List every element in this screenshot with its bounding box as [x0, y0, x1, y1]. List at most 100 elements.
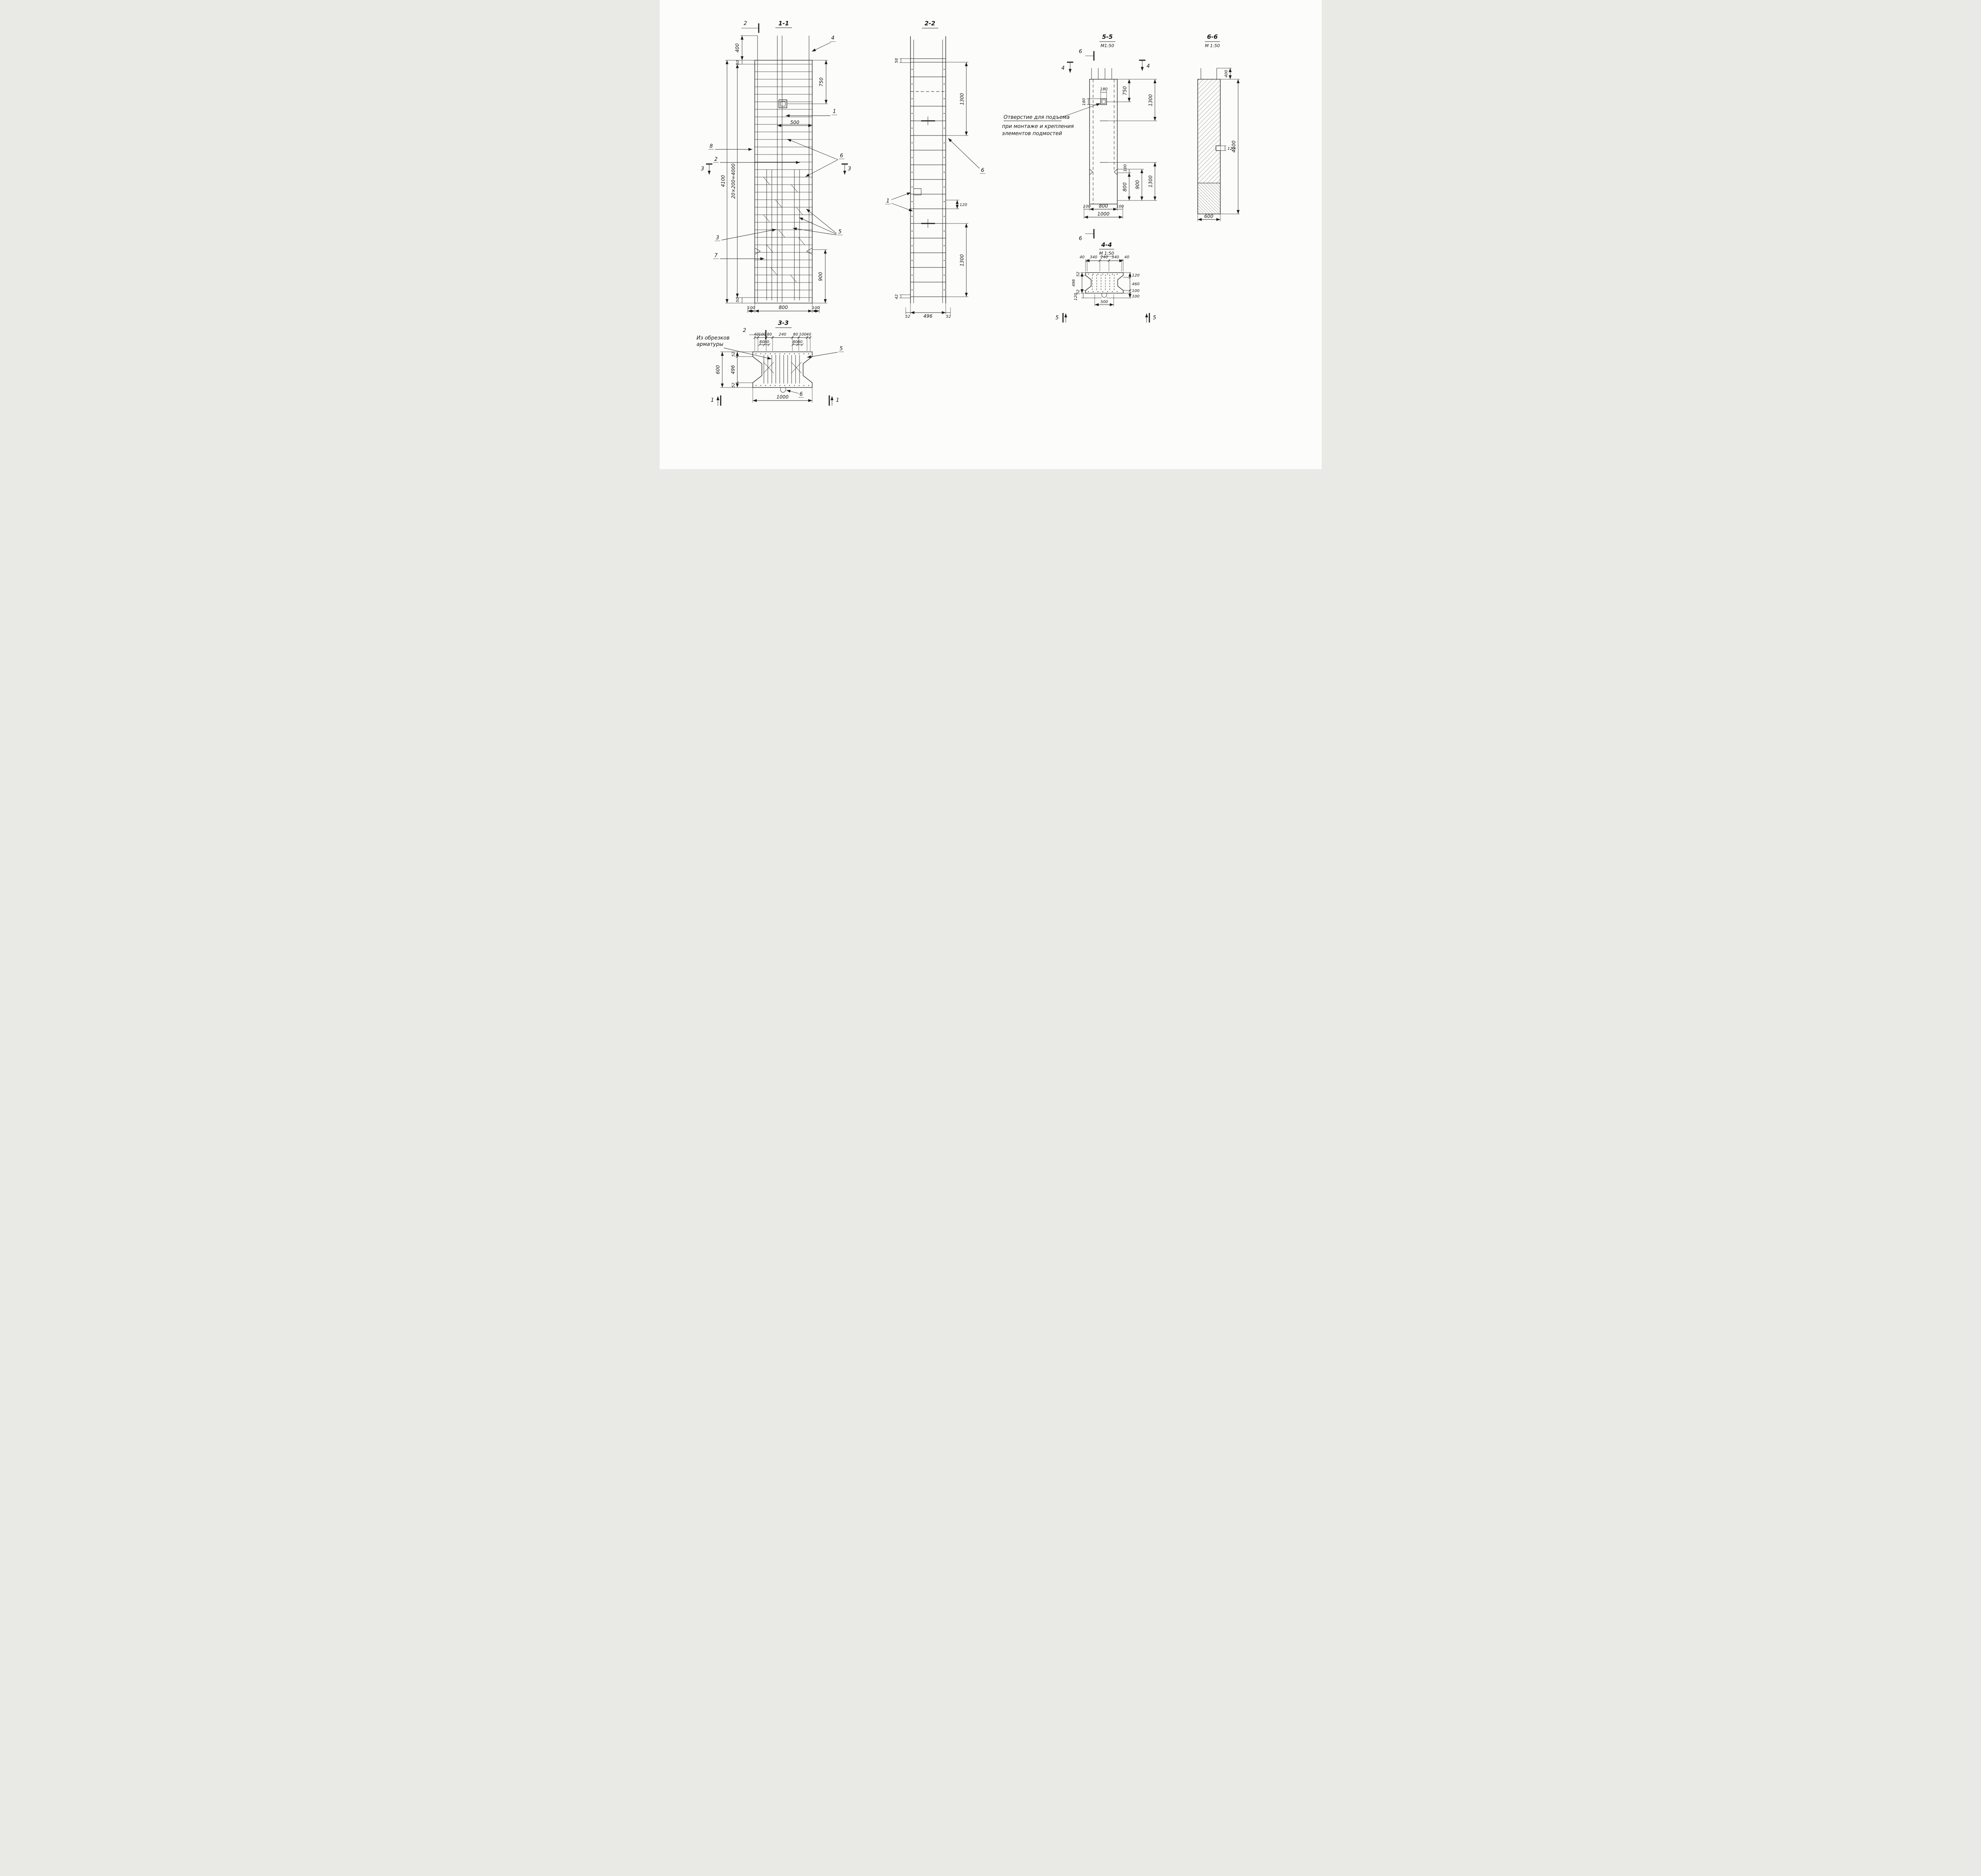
dim-58: 58 [895, 58, 899, 63]
cut-flag-6-top: 6 [1078, 49, 1082, 55]
lifting-loop [1101, 293, 1107, 298]
dim-52-bot: 52 [1076, 290, 1080, 295]
dim-top-1: 340 [1090, 255, 1097, 260]
dim-sub-0: 80 [759, 340, 764, 344]
drawing-sheet: 1-1 2 400 50 20×200=4000 4 100 5 [659, 0, 1322, 469]
dim-1000: 1000 [1097, 211, 1109, 217]
section-5-5-title: 5-5 [1102, 33, 1113, 40]
cross-section-outline [1085, 272, 1124, 294]
pos-5: 5 [838, 229, 841, 235]
dim-600: 600 [715, 365, 721, 374]
cut-flag-6-bot: 6 [1078, 236, 1082, 242]
cut-flag-2: 2 [743, 328, 746, 334]
dim-52-top: 52 [731, 352, 736, 357]
hole-note-line-3: элементов подмостей [1002, 131, 1062, 137]
extension-lines [725, 35, 828, 313]
cut-flag-3-left: 3 [700, 166, 704, 172]
dim-top-3: 340 [1111, 255, 1119, 260]
weld-marks [763, 177, 805, 283]
dim-100-left: 100 [747, 306, 755, 310]
section-5-5-view: 5-5 М1:50 6 4 4 6 180 180 750 [1002, 33, 1157, 242]
engineering-drawing: 1-1 2 400 50 20×200=4000 4 100 5 [697, 20, 1240, 406]
dim-496: 496 [1072, 279, 1076, 286]
dim-900: 900 [1135, 180, 1140, 189]
cut-flag-5-left: 5 [1055, 315, 1058, 321]
lifting-hole [778, 99, 787, 108]
dim-100-br: 100 [1116, 204, 1124, 209]
dim-400: 400 [1224, 70, 1229, 77]
dim-top-0: 40 [754, 332, 759, 337]
dim-52-bot: 52 [731, 383, 736, 388]
cut-flag-4-left: 4 [1061, 65, 1064, 71]
hatched-body [1197, 79, 1220, 183]
hole-note-line-1: Отверстие для подъема [1004, 115, 1070, 120]
section-2-2-title: 2-2 [924, 20, 935, 27]
cut-flag-4-right: 4 [1146, 63, 1149, 69]
dim-1300-bot: 1300 [959, 254, 965, 266]
side-rails [910, 36, 946, 303]
dim-100-bl: 100 [1083, 204, 1090, 209]
dim-800: 800 [779, 305, 788, 310]
rungs [910, 62, 946, 297]
column-outline [1089, 79, 1118, 204]
note-line-1: Из обрезков [697, 335, 729, 341]
note-line-2: арматуры [697, 342, 723, 347]
dim-496: 496 [923, 313, 932, 319]
dim-right-0: 120 [1132, 273, 1139, 278]
dim-52-top: 52 [1076, 272, 1080, 277]
dim-100-right: 100 [812, 306, 819, 310]
section-6-6-scale: М 1:50 [1205, 43, 1220, 48]
dim-50-bot: 50 [736, 298, 740, 303]
dim-top-0: 40 [1079, 255, 1084, 260]
cut-flag-5-right: 5 [1153, 315, 1156, 321]
dim-400: 400 [735, 43, 740, 52]
dim-sub-3: 80 [797, 340, 802, 344]
section-4-4-title: 4-4 [1101, 241, 1112, 248]
dim-600: 600 [1204, 214, 1213, 219]
pos-3: 3 [716, 235, 719, 241]
dim-sub-1: 80 [764, 340, 769, 344]
dim-180-left: 180 [1082, 98, 1086, 105]
stirrup-rungs [754, 64, 812, 298]
dim-52-left: 52 [905, 315, 910, 319]
cut-flag-1-left: 1 [710, 397, 714, 403]
bracket [913, 188, 921, 195]
pos-6: 6 [799, 391, 802, 397]
section-4-4-scale: М 1:50 [1099, 251, 1114, 256]
pos-1: 1 [886, 198, 889, 204]
dim-800-b: 800 [1099, 203, 1108, 209]
pos-5: 5 [839, 346, 842, 352]
section-4-4-view: 4-4 М 1:50 40 340 240 340 40 52 496 52 1… [1055, 241, 1156, 323]
dim-top-6: 40 [806, 332, 811, 337]
pos-4: 4 [831, 35, 834, 41]
dim-120: 120 [960, 203, 967, 207]
dim-top-5: 100 [799, 332, 806, 337]
column-outline [754, 60, 813, 303]
section-5-5-scale: М1:50 [1100, 43, 1114, 48]
section-1-1-view: 1-1 2 400 50 20×200=4000 4 100 5 [700, 20, 851, 313]
dim-750: 750 [1122, 86, 1128, 95]
dim-top-2: 240 [1100, 255, 1108, 260]
dim-20x200: 20×200=4000 [731, 163, 736, 198]
cut-flag-3-right: 3 [847, 166, 851, 172]
chamfer-notches [754, 248, 812, 255]
dim-right-1: 460 [1132, 282, 1139, 286]
main-bars [757, 36, 809, 302]
dim-sub-2: 80 [792, 340, 798, 344]
cut-flag-2: 2 [744, 21, 747, 27]
top-bars [1200, 68, 1217, 79]
hatched-base [1197, 183, 1220, 214]
dim-800: 800 [1122, 182, 1128, 191]
dim-1000: 1000 [776, 394, 788, 400]
section-3-3-title: 3-3 [778, 319, 788, 326]
cross-section-outline [752, 351, 813, 388]
dim-top-4: 80 [793, 332, 798, 337]
dim-top-4: 40 [1124, 255, 1129, 260]
section-1-1-title: 1-1 [778, 20, 789, 27]
dim-right-3: 100 [1132, 294, 1139, 299]
section-3-3-view: 3-3 2 Из обрезков арматуры 40 100 80 240… [697, 319, 844, 406]
dim-500: 500 [790, 120, 799, 125]
dim-right-2: 100 [1132, 289, 1139, 293]
pos-8: 8 [709, 143, 712, 149]
hidden-bars [1092, 275, 1114, 291]
